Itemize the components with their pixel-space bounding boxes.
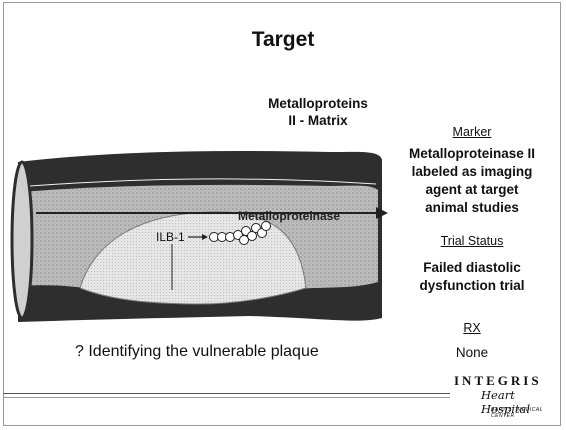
marker-line-4: animal studies xyxy=(386,199,558,217)
divider-line-secondary xyxy=(3,397,450,398)
divider-line xyxy=(3,393,450,394)
trial-status-description: Failed diastolic dysfunction trial xyxy=(386,259,558,295)
rx-heading: RX xyxy=(437,319,507,337)
trial-line-2: dysfunction trial xyxy=(386,277,558,295)
label-ilb: ILB-1 xyxy=(156,230,185,244)
label-metalloproteinase: Metalloproteinase xyxy=(238,209,340,223)
rx-value: None xyxy=(437,345,507,360)
integris-logo: INTEGRIS Heart Hospital BAPTIST MEDICAL … xyxy=(451,371,563,421)
marker-line-2: labeled as imaging xyxy=(386,163,558,181)
trial-status-heading: Trial Status xyxy=(386,232,558,250)
logo-wordmark: INTEGRIS xyxy=(454,373,542,389)
marker-description: Metalloproteinase II labeled as imaging … xyxy=(386,145,558,217)
marker-heading: Marker xyxy=(386,123,558,141)
question-text: ? Identifying the vulnerable plaque xyxy=(75,343,319,361)
logo-tagline: BAPTIST MEDICAL CENTER xyxy=(491,407,563,419)
trial-line-1: Failed diastolic xyxy=(386,259,558,277)
marker-line-1: Metalloproteinase II xyxy=(386,145,558,163)
vessel-opening xyxy=(12,162,32,318)
marker-line-3: agent at target xyxy=(386,181,558,199)
